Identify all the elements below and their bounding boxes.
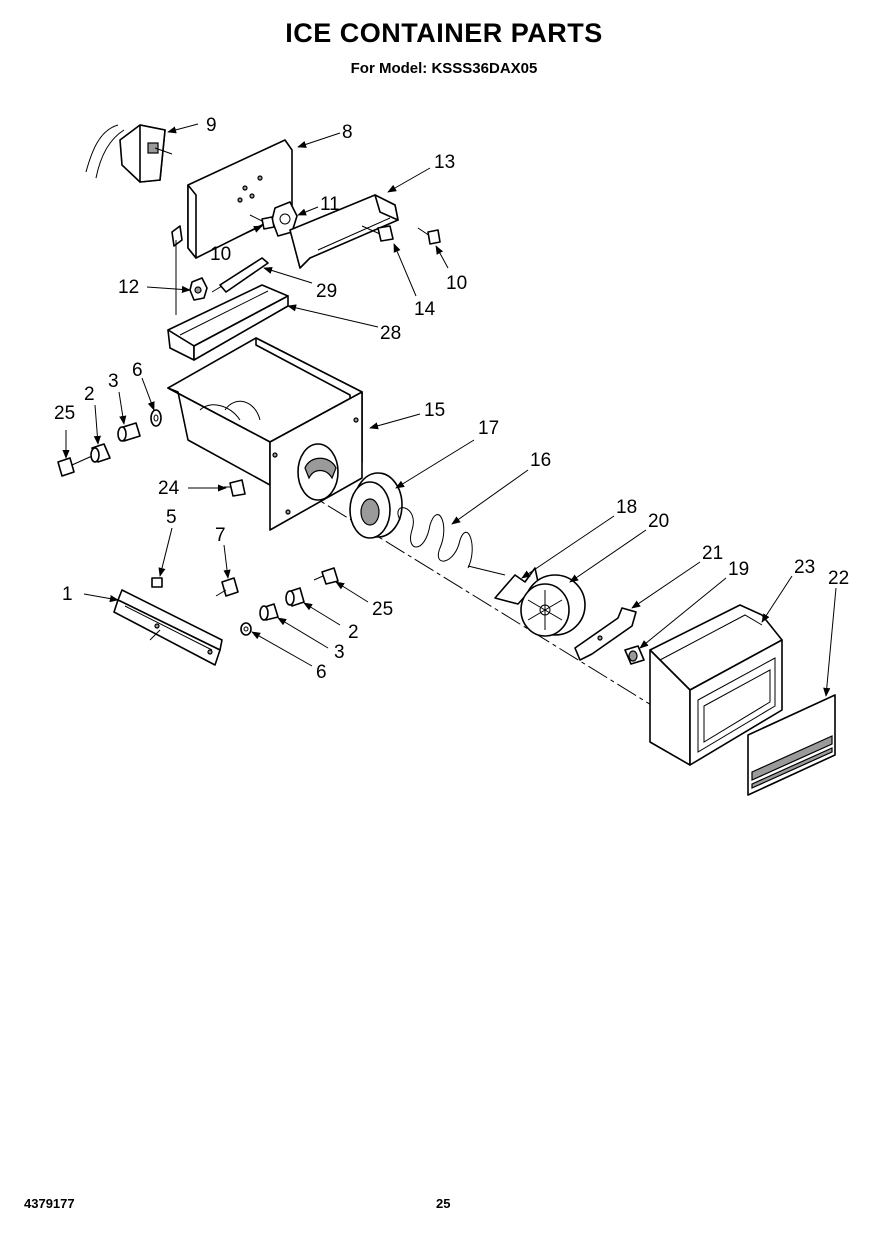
callout-8: 8 — [342, 122, 353, 143]
callout-23: 23 — [794, 557, 815, 578]
callout-13: 13 — [434, 152, 455, 173]
part-9-motor — [85, 124, 173, 183]
part-21-bracket — [574, 607, 637, 661]
part-17-collar — [349, 472, 403, 539]
part-6-washer-right — [240, 622, 252, 636]
part-25-bolt-right — [313, 567, 339, 585]
callout-18: 18 — [616, 497, 637, 518]
callout-24: 24 — [158, 478, 180, 499]
callout-5: 5 — [166, 507, 177, 528]
part-23-ice-bin — [649, 604, 783, 766]
callout-3-right: 3 — [334, 642, 345, 663]
part-10-screw-left — [249, 214, 275, 230]
part-13-bracket — [289, 194, 399, 269]
callout-25-left: 25 — [54, 403, 75, 424]
part-10-screw-right — [417, 227, 441, 245]
assembly-axis-line — [269, 469, 701, 736]
callout-labels: 9 8 13 11 10 10 14 12 29 28 25 2 3 6 15 … — [54, 115, 849, 683]
callout-25-right: 25 — [372, 599, 393, 620]
callout-7: 7 — [215, 525, 226, 546]
callout-6-left: 6 — [132, 360, 143, 381]
page-number: 25 — [436, 1196, 451, 1211]
callout-16: 16 — [530, 450, 551, 471]
callout-10-left: 10 — [210, 244, 231, 265]
callout-15: 15 — [424, 400, 445, 421]
callout-9: 9 — [206, 115, 217, 136]
callout-10-right: 10 — [446, 273, 467, 294]
part-25-bolt-left — [57, 455, 93, 477]
document-number: 4379177 — [24, 1196, 75, 1211]
callout-20: 20 — [648, 511, 669, 532]
part-5-clip — [151, 577, 163, 588]
part-2-spacer-right — [285, 587, 305, 607]
part-18-blade — [494, 567, 539, 605]
callout-19: 19 — [728, 559, 749, 580]
part-20-crusher-wheel — [520, 574, 586, 637]
part-7-screw — [215, 577, 239, 597]
callout-2-right: 2 — [348, 622, 359, 643]
callout-3-left: 3 — [108, 371, 119, 392]
callout-6-right: 6 — [316, 662, 327, 683]
leader-lines — [62, 123, 837, 697]
callout-14: 14 — [414, 299, 436, 320]
part-19-nut — [624, 645, 645, 665]
part-15-housing — [167, 337, 363, 531]
callout-1: 1 — [62, 584, 73, 605]
callout-11: 11 — [320, 194, 340, 215]
callout-22: 22 — [828, 568, 849, 589]
part-1-front-slide — [113, 589, 223, 666]
part-24-screw — [224, 479, 246, 497]
callout-17: 17 — [478, 418, 499, 439]
part-12-clamp — [189, 277, 208, 301]
callout-2-left: 2 — [84, 384, 95, 405]
part-2-spacer-left — [90, 443, 111, 463]
part-3-bushing-left — [117, 422, 141, 442]
callout-12: 12 — [118, 277, 139, 298]
part-16-auger-spring — [397, 507, 506, 576]
callout-28: 28 — [380, 323, 401, 344]
callout-21: 21 — [702, 543, 723, 564]
part-14-screw — [361, 225, 394, 242]
callout-29: 29 — [316, 281, 337, 302]
page-title: ICE CONTAINER PARTS — [285, 18, 603, 48]
model-subtitle: For Model: KSSS36DAX05 — [350, 60, 538, 77]
part-6-washer-left — [150, 409, 162, 427]
part-3-bushing-right — [259, 603, 279, 621]
part-29-shaft — [211, 257, 269, 293]
part-22-front-panel — [747, 694, 836, 796]
